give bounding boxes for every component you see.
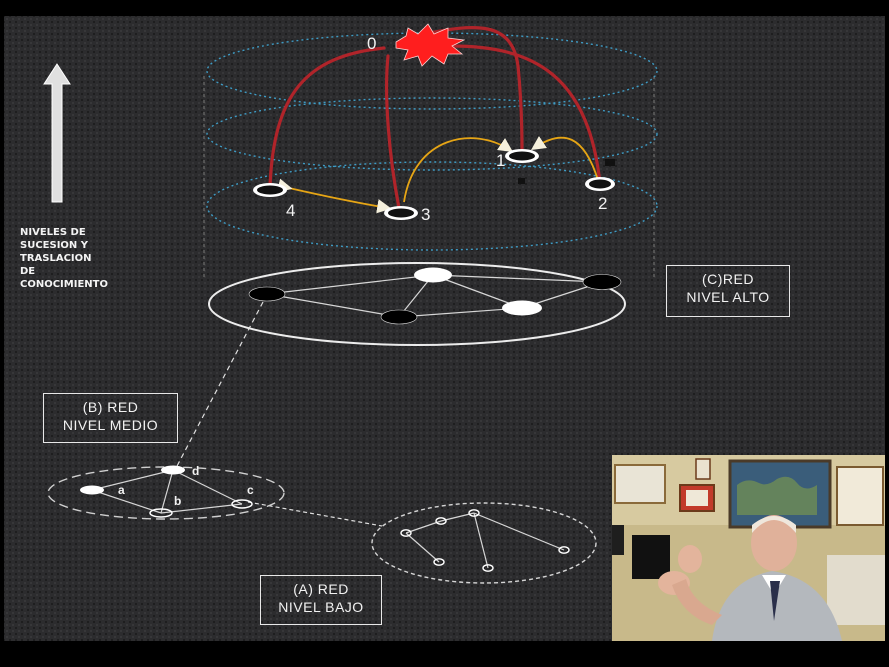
yellow-link-3-1 [403, 137, 513, 203]
network-c-node [502, 300, 542, 316]
network-b-label-line2: NIVEL MEDIO [62, 417, 159, 433]
levels-caption: NIVELES DE SUCESION Y TRASLACION DE CONO… [20, 226, 108, 291]
network-a-ring [371, 502, 597, 584]
red-link-0-4 [268, 46, 386, 188]
caption-line: SUCESION Y [20, 240, 89, 251]
network-a-label-box: (A) RED NIVEL BAJO [260, 575, 382, 625]
network-b-label-d: d [192, 464, 199, 478]
network-b: a b c d [47, 464, 285, 520]
yellow-link-2-1 [531, 136, 599, 181]
network-a [371, 502, 597, 584]
network-c [208, 262, 626, 346]
network-b-label-c: c [247, 483, 254, 497]
node-label-4: 4 [286, 201, 295, 220]
network-c-node [248, 286, 286, 302]
network-c-label-line2: NIVEL ALTO [686, 289, 770, 305]
slide: 0 1 2 3 4 [4, 16, 885, 641]
caption-line: NIVELES DE [20, 227, 86, 238]
network-b-label-b: b [174, 494, 181, 508]
node-2-burst-icon [585, 177, 615, 191]
network-b-label-line1: (B) RED [82, 399, 139, 415]
level-ring-middle [206, 97, 658, 171]
node-label-3: 3 [421, 205, 430, 224]
caption-line: CONOCIMIENTO [20, 279, 108, 290]
network-b-node-c [231, 499, 253, 509]
network-b-ring [47, 466, 285, 520]
level-ring-bottom [206, 161, 658, 251]
red-link-0-3 [385, 54, 401, 210]
network-b-label-a: a [118, 483, 125, 497]
network-c-label-line1: (C)RED [702, 271, 754, 287]
level-nodes [253, 149, 615, 220]
network-c-node [380, 309, 418, 325]
presenter-video-icon [612, 455, 885, 641]
presenter-video-overlay [612, 455, 885, 641]
red-link-0-1 [422, 26, 524, 154]
network-b-node-a [80, 485, 104, 495]
yellow-links [276, 136, 599, 214]
node-4-burst-icon [253, 183, 287, 197]
network-a-label-line2: NIVEL BAJO [278, 599, 364, 615]
red-link-0-2 [450, 44, 602, 186]
node-1-burst-icon [505, 149, 539, 163]
caption-line: TRASLACION [20, 253, 92, 264]
connector-c-to-b [175, 301, 264, 469]
network-c-label-box: (C)RED NIVEL ALTO [666, 265, 790, 317]
yellow-link-4-3 [276, 178, 392, 214]
small-marker-icon [605, 159, 615, 166]
network-c-ring [208, 262, 626, 346]
network-b-label-box: (B) RED NIVEL MEDIO [43, 393, 178, 443]
node-label-1: 1 [496, 151, 505, 170]
node-3-burst-icon [384, 206, 418, 220]
node-label-2: 2 [598, 194, 607, 213]
up-arrow-icon [43, 63, 71, 203]
small-marker-icon [518, 178, 525, 184]
node-0-burst-icon [395, 23, 466, 67]
diagram-canvas: 0 1 2 3 4 [43, 23, 658, 584]
red-links [268, 26, 602, 210]
network-c-node [582, 274, 622, 290]
connector-b-to-a [247, 501, 383, 527]
network-b-node-d [161, 465, 185, 475]
network-b-node-b [149, 508, 173, 518]
network-a-label-line1: (A) RED [293, 581, 349, 597]
node-label-0: 0 [367, 34, 376, 53]
network-c-node [414, 267, 452, 283]
caption-line: DE [20, 266, 36, 277]
